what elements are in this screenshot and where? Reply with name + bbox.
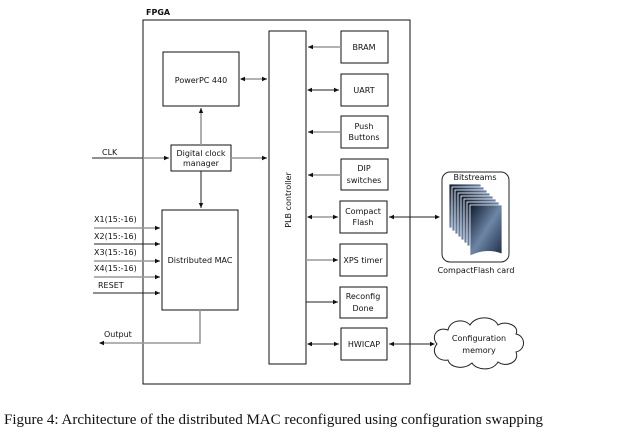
dcm-label-line2: manager <box>183 159 220 168</box>
mac-label: Distributed MAC <box>168 256 233 265</box>
compactflash-card-label: CompactFlash card <box>438 266 515 275</box>
configuration-memory-cloud: Configuration memory <box>433 317 524 370</box>
compactflash-card: Bitstreams CompactFlash card <box>438 171 515 275</box>
hwicap-label: HWICAP <box>348 340 380 349</box>
dcm-label-line1: Digital clock <box>176 149 225 158</box>
peripheral-reconfig-done: Reconfig Done <box>339 286 388 319</box>
compact-flash-label-2: Flash <box>353 218 374 227</box>
peripheral-hwicap: HWICAP <box>340 327 388 361</box>
xps-timer-label: XPS timer <box>343 256 383 265</box>
x2-label: X2(15:-16) <box>94 232 137 241</box>
peripheral-uart: UART <box>340 73 389 107</box>
figure-caption: Figure 4: Architecture of the distribute… <box>4 412 544 428</box>
distributed-mac-block: Distributed MAC <box>161 209 239 311</box>
dip-switches-label-1: DIP <box>357 164 371 173</box>
peripheral-compact-flash: Compact Flash <box>339 200 388 234</box>
x1-label: X1(15:-16) <box>94 215 137 224</box>
fpga-label: FPGA <box>146 8 171 17</box>
push-buttons-label-1: Push <box>355 122 374 131</box>
plb-controller-block: PLB controller <box>268 30 307 365</box>
bitstreams-label: Bitstreams <box>453 173 496 182</box>
reconfig-done-label-1: Reconfig <box>346 292 381 301</box>
config-memory-label-1: Configuration <box>452 334 506 343</box>
dip-switches-label-2: switches <box>347 176 382 185</box>
x3-label: X3(15:-16) <box>94 248 137 257</box>
config-memory-label-2: memory <box>462 346 496 355</box>
reconfig-done-label-2: Done <box>352 304 373 313</box>
peripheral-xps-timer: XPS timer <box>339 243 388 277</box>
powerpc-label: PowerPC 440 <box>175 76 227 85</box>
dcm-block: Digital clock manager <box>170 144 232 172</box>
uart-label: UART <box>353 86 374 95</box>
peripheral-bram: BRAM <box>340 30 389 64</box>
bitstream-stack-icon <box>448 183 503 257</box>
compact-flash-label-1: Compact <box>345 207 381 216</box>
clk-label: CLK <box>102 148 118 157</box>
bram-label: BRAM <box>352 43 375 52</box>
x4-label: X4(15:-16) <box>94 264 137 273</box>
push-buttons-label-2: Buttons <box>349 133 380 142</box>
output-label: Output <box>104 330 132 339</box>
reset-label: RESET <box>98 281 124 290</box>
peripheral-dip-switches: DIP switches <box>340 158 389 191</box>
output-line <box>100 310 201 344</box>
powerpc-block: PowerPC 440 <box>162 51 240 107</box>
output-arrowhead <box>99 340 104 346</box>
plb-label: PLB controller <box>284 172 293 228</box>
peripheral-push-buttons: Push Buttons <box>340 115 389 149</box>
